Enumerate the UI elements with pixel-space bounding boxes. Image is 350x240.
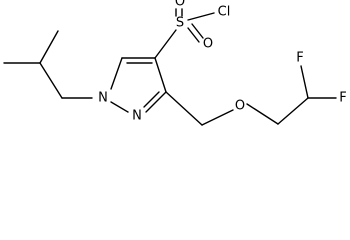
bond-c3-n2 (145, 91, 167, 113)
chemical-structure: N N O S O O Cl F F (3, 0, 347, 126)
bond-ch-ch2 (39, 62, 63, 99)
bond-ch2-o (201, 109, 234, 126)
pyrazole-ring (110, 57, 167, 113)
isobutyl-group (3, 30, 93, 99)
atom-cl: Cl (218, 5, 231, 20)
atom-n2: N (132, 109, 142, 124)
difluoroethoxymethyl-group (165, 65, 337, 126)
bond-n2-n1 (110, 101, 129, 113)
bond-s-cl (187, 12, 215, 21)
bond-c4-s (154, 29, 177, 59)
atom-o-ether: O (235, 99, 245, 114)
bond-chf2-f-top (300, 65, 309, 99)
atom-o-sulfonyl-upper: O (175, 0, 185, 10)
sulfonyl-chloride-group (154, 8, 215, 59)
bond-c3-ch2 (165, 91, 203, 126)
bond-ch2-chf2 (277, 97, 309, 125)
bond-n1-c5 (110, 57, 123, 90)
atom-f-right: F (339, 91, 346, 106)
atom-n1: N (98, 91, 108, 106)
atom-s: S (176, 16, 184, 31)
bond-c4-c3 (154, 57, 167, 93)
bond-s-o-right-a (187, 27, 200, 43)
bond-s-o-right-b (191, 23, 204, 39)
bond-methyl-top (39, 30, 59, 64)
bond-o-ch2 (246, 103, 279, 125)
atom-f-top: F (296, 51, 303, 66)
atom-o-sulfonyl-right: O (203, 37, 213, 52)
bond-c3-n2-inner (143, 91, 160, 108)
